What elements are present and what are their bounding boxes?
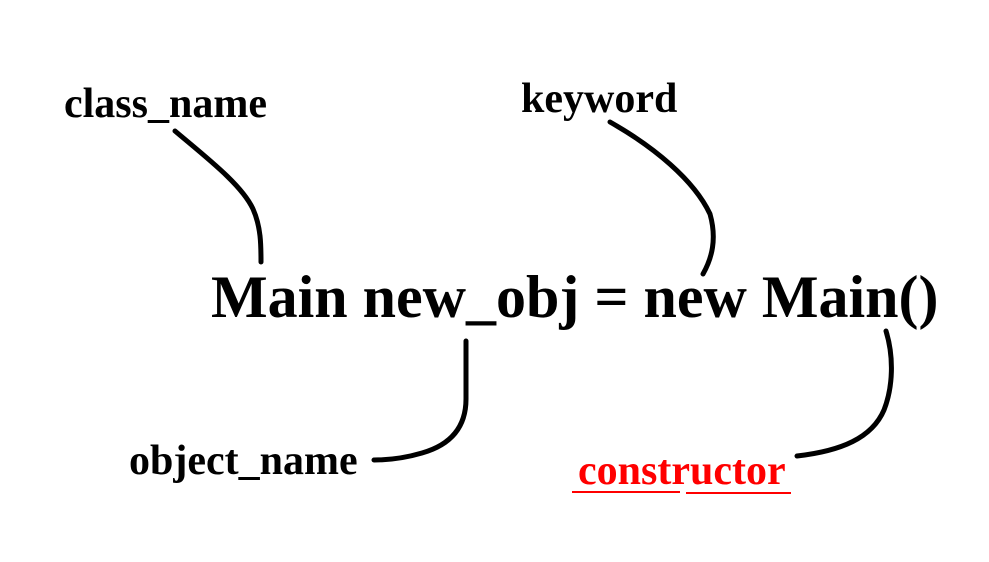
constructor-underline-segment-1: [572, 491, 680, 493]
constructor-connector-line: [794, 328, 894, 459]
object-name-connector-line: [371, 338, 469, 463]
constructor-label: constructor: [578, 448, 786, 494]
keyword-connector-line: [607, 119, 716, 277]
constructor-underline-segment-2: [686, 492, 791, 494]
keyword-label: keyword: [521, 76, 678, 122]
class-name-label: class_name: [64, 81, 267, 127]
class-name-connector-line: [172, 128, 264, 265]
object-name-label: object_name: [129, 438, 358, 484]
code-statement: Main new_obj = new Main(): [211, 264, 939, 330]
